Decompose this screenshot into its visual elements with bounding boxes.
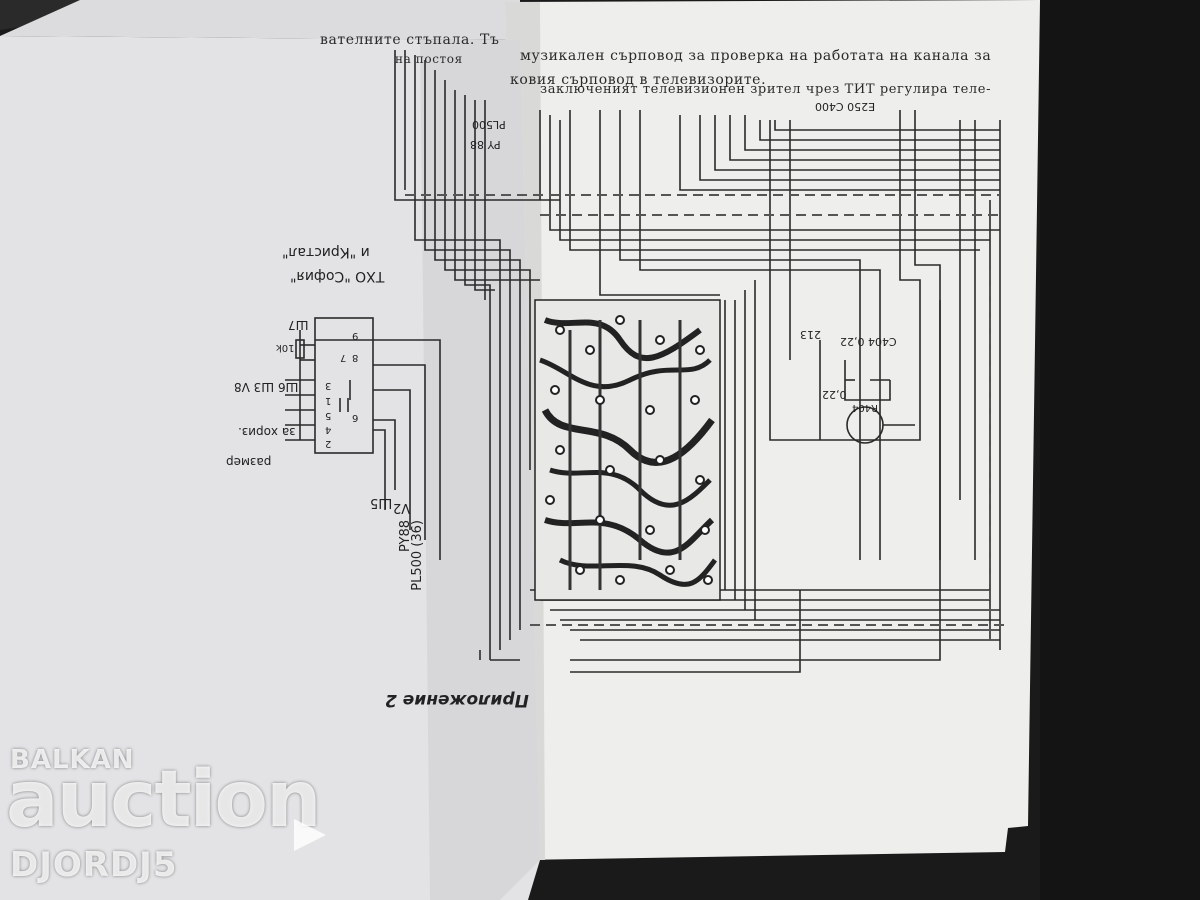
pin-7: 7 (340, 352, 347, 363)
pin-8: 8 (352, 352, 359, 363)
label-213: 213 (800, 328, 821, 341)
pin-2: 2 (325, 438, 332, 449)
caption-title: ТХО "София" (290, 268, 385, 284)
label-pl500: PL500 (472, 118, 506, 131)
label-size: размер (226, 455, 272, 469)
label-horiz: за хориз. (238, 425, 296, 439)
connector-diagram (285, 317, 441, 560)
pin-9: 9 (352, 330, 359, 341)
label-e250: E250 C400 (815, 100, 876, 113)
label-py88: PY 88 (470, 138, 501, 151)
output-v2: V2 (393, 500, 411, 515)
watermark-auction: auction (6, 755, 322, 845)
pin-1: 1 (325, 395, 332, 406)
output-py88: PY88 (398, 520, 413, 553)
watermark-djordj5: DJORDJ5 (10, 845, 178, 885)
pin-4: 4 (325, 424, 332, 435)
text-line-3: заключеният телевизионен зрител чрез ТИТ… (540, 82, 992, 97)
caption-subtitle: и "Кристал" (282, 244, 370, 260)
label-022: 0,22 (822, 388, 847, 401)
left-page (0, 36, 540, 900)
label-c404: C404 0,22 (840, 335, 897, 348)
watermark-play-icon (294, 819, 326, 851)
label-10k: 10k (276, 342, 295, 353)
label-r404: R404 (852, 402, 879, 413)
pcb-board (534, 299, 721, 601)
label-sh6-sh3-v8: Ш6 Ш3 V8 (234, 380, 299, 394)
output-sh5: Ш5 (370, 495, 393, 510)
text-line-2: ковия сърповод в телевизорите. (510, 72, 767, 88)
watermark-balkan: BALKAN (10, 745, 135, 775)
appendix-label: Приложение 2 (385, 690, 529, 710)
text-line-1: музикален сърповод за проверка на работа… (520, 48, 992, 64)
text-fragment-mid: на постоя (395, 52, 463, 66)
text-fragment-top: вателните стъпала. Тъ (320, 32, 500, 48)
label-sh7: Ш7 (288, 318, 309, 332)
pin-3: 3 (325, 380, 332, 391)
circuit-schematic (394, 50, 1001, 673)
pin-5: 5 (325, 410, 332, 421)
pin-6: 6 (352, 412, 359, 423)
